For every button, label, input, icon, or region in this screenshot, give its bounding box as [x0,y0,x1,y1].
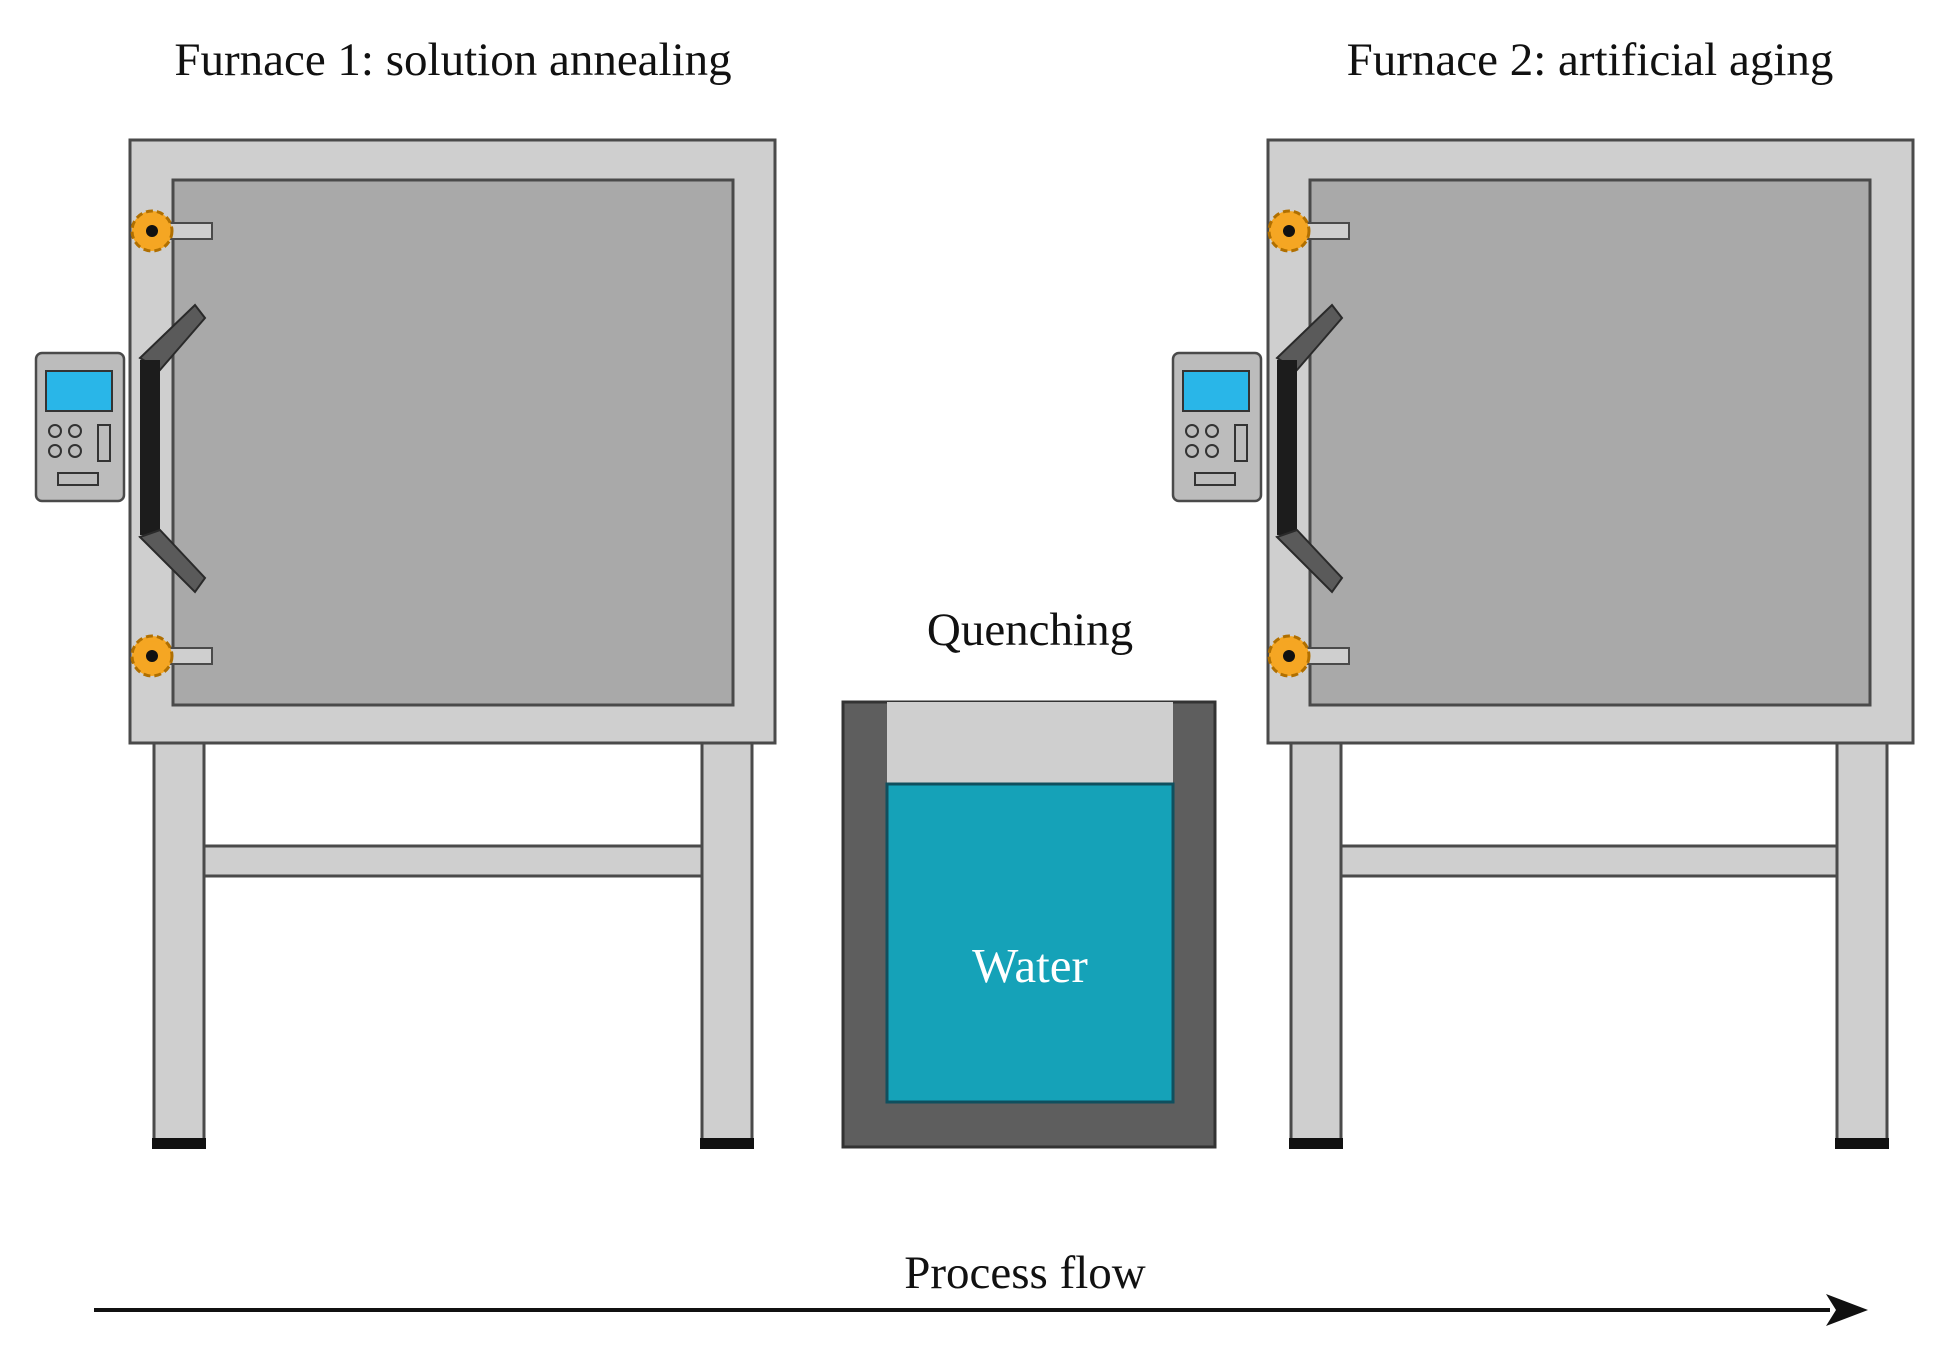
furnace-1: Furnace 1: solution annealing [34,34,777,1149]
furnace-1-label: Furnace 1: solution annealing [174,34,731,86]
arrow-right-icon [1826,1294,1868,1326]
water-body [885,782,1175,1104]
furnace-1-door-handle [138,303,207,594]
water-label: Water [972,938,1088,993]
furnace-1-stand [152,738,754,1149]
furnace-2-door-handle [1275,303,1344,594]
furnace-2-door [1308,178,1872,707]
process-flow: Process flow [94,1247,1868,1326]
furnace-2-controller [1171,351,1263,503]
quenching-tank: Water Quenching [841,604,1217,1149]
furnace-2-label: Furnace 2: artificial aging [1347,34,1834,86]
quenching-label: Quenching [927,604,1133,656]
furnace-2-stand [1289,738,1889,1149]
furnace-1-controller [34,351,126,503]
furnace-1-door [171,178,735,707]
process-flow-label: Process flow [904,1247,1146,1299]
furnace-2: Furnace 2: artificial aging [1171,34,1915,1149]
tank-air-gap [887,702,1173,786]
